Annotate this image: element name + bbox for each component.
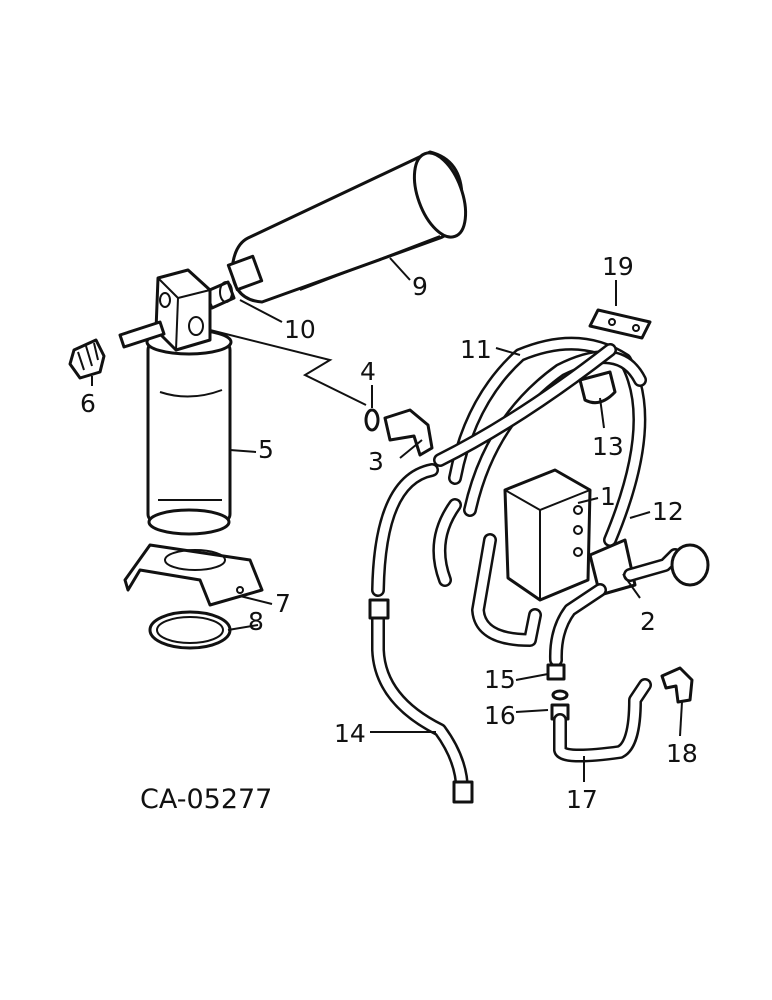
callout-6: 6 xyxy=(80,389,96,418)
part-9-canister xyxy=(226,150,468,304)
callout-13: 13 xyxy=(592,432,624,461)
part-6-cap xyxy=(68,338,106,380)
callout-19: 19 xyxy=(602,252,634,281)
callout-2: 2 xyxy=(640,607,656,636)
part-11-hoses xyxy=(433,336,647,547)
part-1-valve xyxy=(503,468,592,602)
part-7-bracket xyxy=(123,543,264,607)
callout-4: 4 xyxy=(360,357,376,386)
callout-labels: 1 2 3 4 5 6 7 8 9 10 11 12 13 14 15 16 1… xyxy=(80,252,698,814)
part-17-tube xyxy=(553,678,652,763)
part-15-fitting xyxy=(546,663,566,681)
callout-10: 10 xyxy=(284,315,316,344)
callout-11: 11 xyxy=(460,335,492,364)
part-5-filter xyxy=(118,268,233,536)
part-3-elbow xyxy=(383,408,434,457)
part-2-lever xyxy=(588,538,710,597)
callout-16: 16 xyxy=(484,701,516,730)
callout-8: 8 xyxy=(248,607,264,636)
part-4-oring xyxy=(364,408,380,432)
callout-18: 18 xyxy=(666,739,698,768)
callout-9: 9 xyxy=(412,272,428,301)
callout-12: 12 xyxy=(652,497,684,526)
callout-15: 15 xyxy=(484,665,516,694)
callout-14: 14 xyxy=(334,719,366,748)
callout-3: 3 xyxy=(368,447,384,476)
callout-7: 7 xyxy=(275,589,291,618)
part-14-pipe xyxy=(368,598,474,804)
part-19-plate xyxy=(588,308,652,340)
part-18-elbow xyxy=(660,666,694,704)
valve-lines xyxy=(371,463,607,667)
callout-17: 17 xyxy=(566,785,598,814)
drawing-code: CA-05277 xyxy=(140,784,272,815)
part-8-ring xyxy=(148,610,232,650)
callout-5: 5 xyxy=(258,435,274,464)
part-13-clip xyxy=(578,370,617,405)
leader-lines xyxy=(91,257,683,782)
callout-1: 1 xyxy=(600,482,616,511)
